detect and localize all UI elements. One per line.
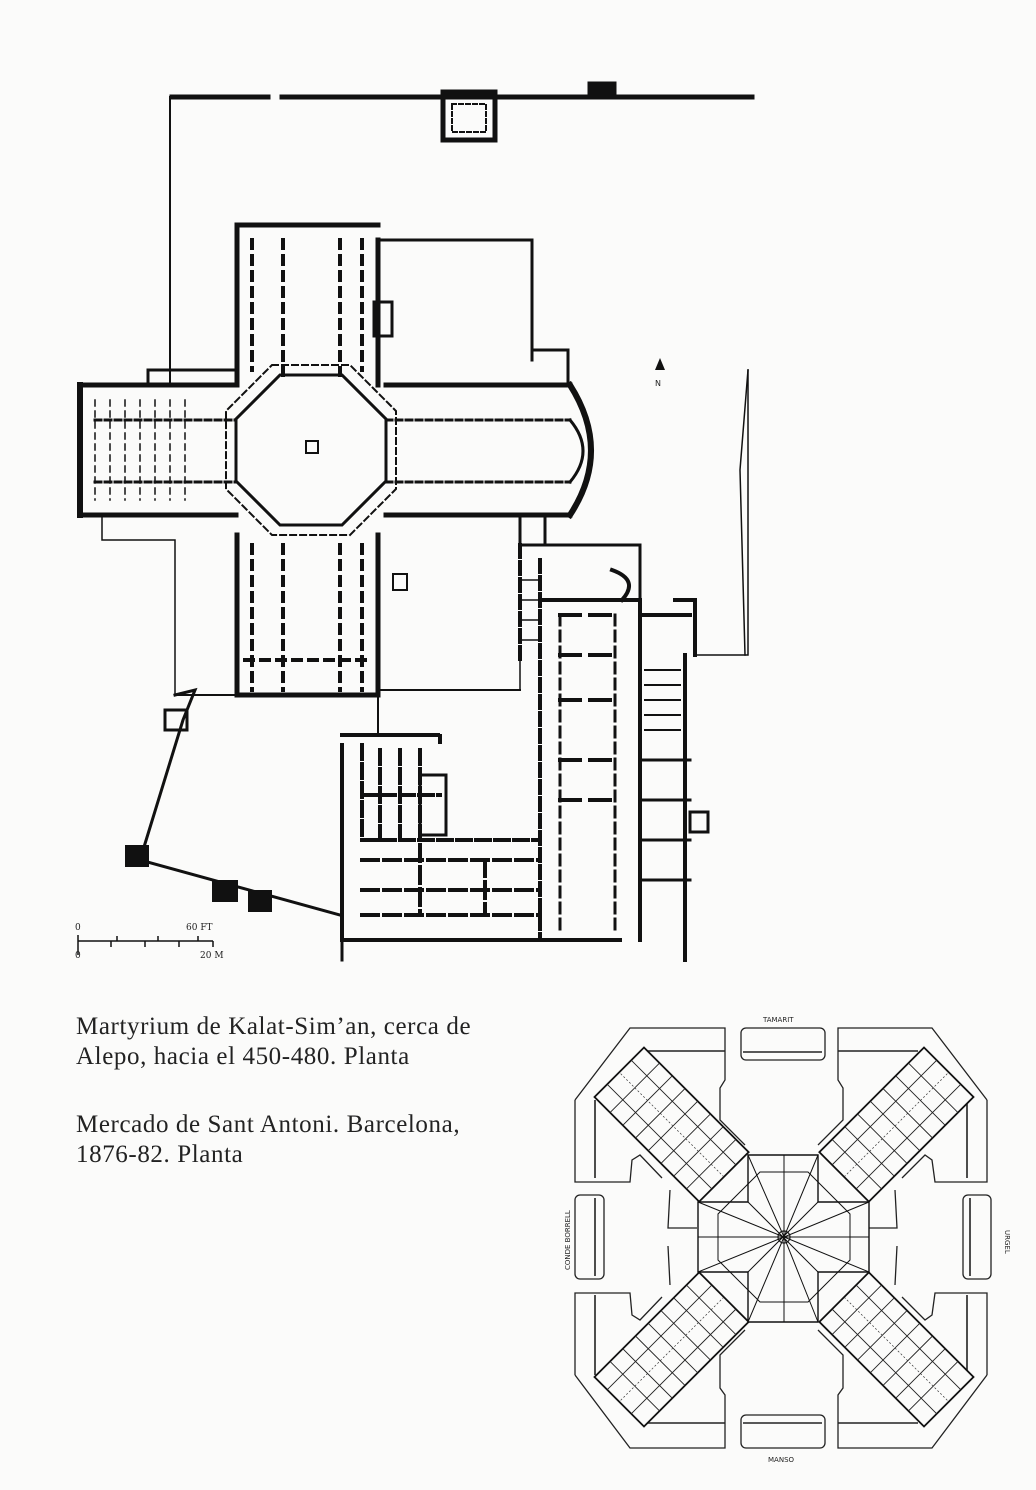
- north-label: N: [655, 379, 661, 388]
- street-label-conde-borrell: CONDE BORRELL: [564, 1210, 572, 1270]
- caption-line: 1876-82. Planta: [76, 1141, 244, 1168]
- north-arrow-icon: N: [655, 358, 665, 388]
- scale-ft-zero: 0: [75, 923, 81, 933]
- caption-line: Martyrium de Kalat-Sim’an, cerca de: [76, 1013, 472, 1040]
- street-label-urgel: URGEL: [1003, 1230, 1011, 1254]
- scale-bar: [77, 935, 214, 955]
- caption-line: Alepo, hacia el 450-480. Planta: [76, 1043, 410, 1070]
- scale-m-zero: 0: [75, 951, 81, 961]
- street-label-tamarit: TAMARIT: [762, 1016, 794, 1024]
- martyrium-plan: N 0 60 FT 0 20 M: [75, 81, 755, 962]
- caption-mercado: Mercado de Sant Antoni. Barcelona, 1876-…: [76, 1110, 460, 1170]
- scale-ft-label: 60 FT: [186, 923, 213, 933]
- street-label-manso: MANSO: [768, 1456, 795, 1464]
- caption-martyrium: Martyrium de Kalat-Sim’an, cerca de Alep…: [76, 1012, 471, 1072]
- scale-m-label: 20 M: [200, 951, 224, 961]
- caption-line: Mercado de Sant Antoni. Barcelona,: [76, 1111, 461, 1138]
